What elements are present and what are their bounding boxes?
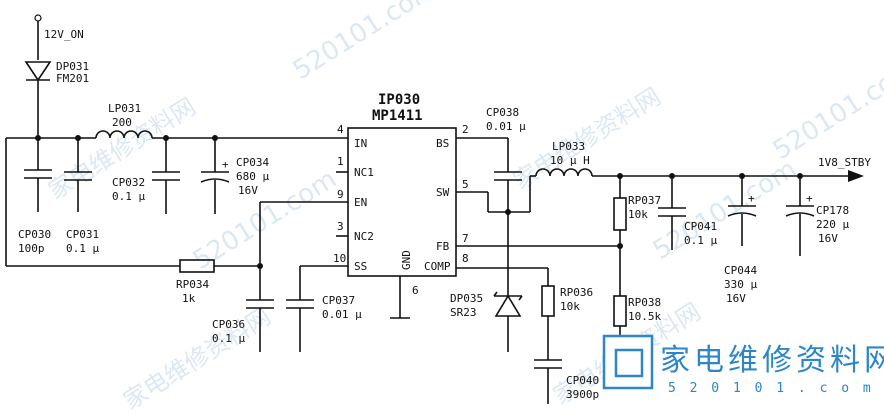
cp040-value: 3900p <box>566 388 599 401</box>
pin-nc2-label: NC2 <box>354 230 374 243</box>
capacitor-cp178: + <box>785 176 815 256</box>
dp035-ref: DP035 <box>450 292 483 305</box>
rp038-value: 10.5k <box>628 310 661 323</box>
rail-terminal <box>34 14 42 22</box>
dp031-value: FM201 <box>56 72 89 85</box>
pin-sw-label: SW <box>436 186 450 199</box>
cp038-ref: CP038 <box>486 106 519 119</box>
pin-nc1-label: NC1 <box>354 166 374 179</box>
cp178-value: 220 µ <box>816 218 849 231</box>
pin-in-number: 4 <box>337 123 344 136</box>
cp037-ref: CP037 <box>322 294 355 307</box>
ic-ref: IP030 <box>378 92 420 108</box>
cp036-ref: CP036 <box>212 318 245 331</box>
pin-en-number: 9 <box>337 188 344 201</box>
cp032-ref: CP032 <box>112 176 145 189</box>
pin-in-label: IN <box>354 137 367 150</box>
capacitor-cp031 <box>64 138 92 212</box>
diode-dp035 <box>493 291 523 352</box>
rp036-ref: RP036 <box>560 286 593 299</box>
ic-ip030: IP030 MP1411 IN 4 NC1 1 EN 9 NC2 3 SS 10… <box>333 92 469 297</box>
pin-en-label: EN <box>354 196 367 209</box>
capacitor-cp044: + <box>727 176 757 246</box>
cp044-voltage: 16V <box>726 292 746 305</box>
ic-part: MP1411 <box>372 108 423 124</box>
watermark-text: 520101.com <box>288 0 442 86</box>
logo-url: 5 2 0 1 0 1 . c o m <box>668 381 874 396</box>
rp034-ref: RP034 <box>176 278 209 291</box>
cp031-ref: CP031 <box>66 228 99 241</box>
resistor-rp037 <box>613 176 627 296</box>
capacitor-cp030 <box>24 138 52 212</box>
cp032-value: 0.1 µ <box>112 190 145 203</box>
lp033-value: 10 µ H <box>550 154 590 167</box>
resistor-rp036 <box>541 285 555 360</box>
cp041-ref: CP041 <box>684 220 717 233</box>
input-rail: 12V_ON DP031 FM201 <box>24 14 89 138</box>
capacitor-cp034: + <box>200 138 230 214</box>
watermark-text: 520101.com <box>648 154 802 266</box>
resistor-rp034 <box>179 259 260 273</box>
pin-gnd-label: GND <box>400 250 413 270</box>
watermark-text: 家电维修资料网 <box>118 302 275 414</box>
cp034-ref: CP034 <box>236 156 269 169</box>
logo-mark <box>602 334 654 390</box>
polarity-plus: + <box>748 192 755 205</box>
cp040-ref: CP040 <box>566 374 599 387</box>
rp038-ref: RP038 <box>628 296 661 309</box>
cp034-value: 680 µ <box>236 170 269 183</box>
cp038-value: 0.01 µ <box>486 120 526 133</box>
capacitor-cp038 <box>494 171 522 212</box>
pin-comp-label: COMP <box>424 260 451 273</box>
rp034-value: 1k <box>182 292 196 305</box>
cp031-value: 0.1 µ <box>66 242 99 255</box>
dp035-value: SR23 <box>450 306 477 319</box>
diode-dp031 <box>24 61 52 82</box>
capacitor-cp036 <box>246 299 274 352</box>
pin-bs-label: BS <box>436 137 449 150</box>
cp037-value: 0.01 µ <box>322 308 362 321</box>
pin-sw-number: 5 <box>462 178 469 191</box>
rp037-ref: RP037 <box>628 194 661 207</box>
cp036-value: 0.1 µ <box>212 332 245 345</box>
pin-ss-label: SS <box>354 260 367 273</box>
cp030-ref: CP030 <box>18 228 51 241</box>
cp044-ref: CP044 <box>724 264 757 277</box>
capacitor-cp037 <box>286 299 314 352</box>
rp037-value: 10k <box>628 208 648 221</box>
pin-comp-number: 8 <box>462 252 469 265</box>
pin-fb-number: 7 <box>462 232 469 245</box>
pin-ss-number: 10 <box>333 252 346 265</box>
capacitor-cp041 <box>658 176 686 250</box>
inductor-lp033 <box>535 168 593 177</box>
rail-1v8-label: 1V8_STBY <box>818 156 871 169</box>
cp030-value: 100p <box>18 242 45 255</box>
pin-fb-label: FB <box>436 240 450 253</box>
capacitor-cp040 <box>534 359 562 404</box>
rp036-value: 10k <box>560 300 580 313</box>
watermark-text: 520101.com <box>768 54 884 166</box>
lp033-ref: LP033 <box>552 140 585 153</box>
cp041-value: 0.1 µ <box>684 234 717 247</box>
polarity-plus: + <box>806 192 813 205</box>
pin-gnd-number: 6 <box>412 284 419 297</box>
dp031-ref: DP031 <box>56 60 89 73</box>
lp031-value: 200 <box>112 116 132 129</box>
inductor-lp031 <box>95 130 153 139</box>
site-logo: 家电维修资料网 5 2 0 1 0 1 . c o m <box>602 334 884 396</box>
logo-text: 家电维修资料网 <box>660 343 884 378</box>
cp044-value: 330 µ <box>724 278 757 291</box>
cp178-ref: CP178 <box>816 204 849 217</box>
rail-12v-label: 12V_ON <box>44 28 84 41</box>
cp178-voltage: 16V <box>818 232 838 245</box>
watermark-text: 家电维修资料网 <box>508 82 665 195</box>
cp034-voltage: 16V <box>238 184 258 197</box>
polarity-plus: + <box>222 158 229 171</box>
capacitor-cp032 <box>152 138 180 214</box>
pin-nc2-number: 3 <box>337 220 344 233</box>
pin-bs-number: 2 <box>462 123 469 136</box>
lp031-ref: LP031 <box>108 102 141 115</box>
pin-nc1-number: 1 <box>337 155 344 168</box>
